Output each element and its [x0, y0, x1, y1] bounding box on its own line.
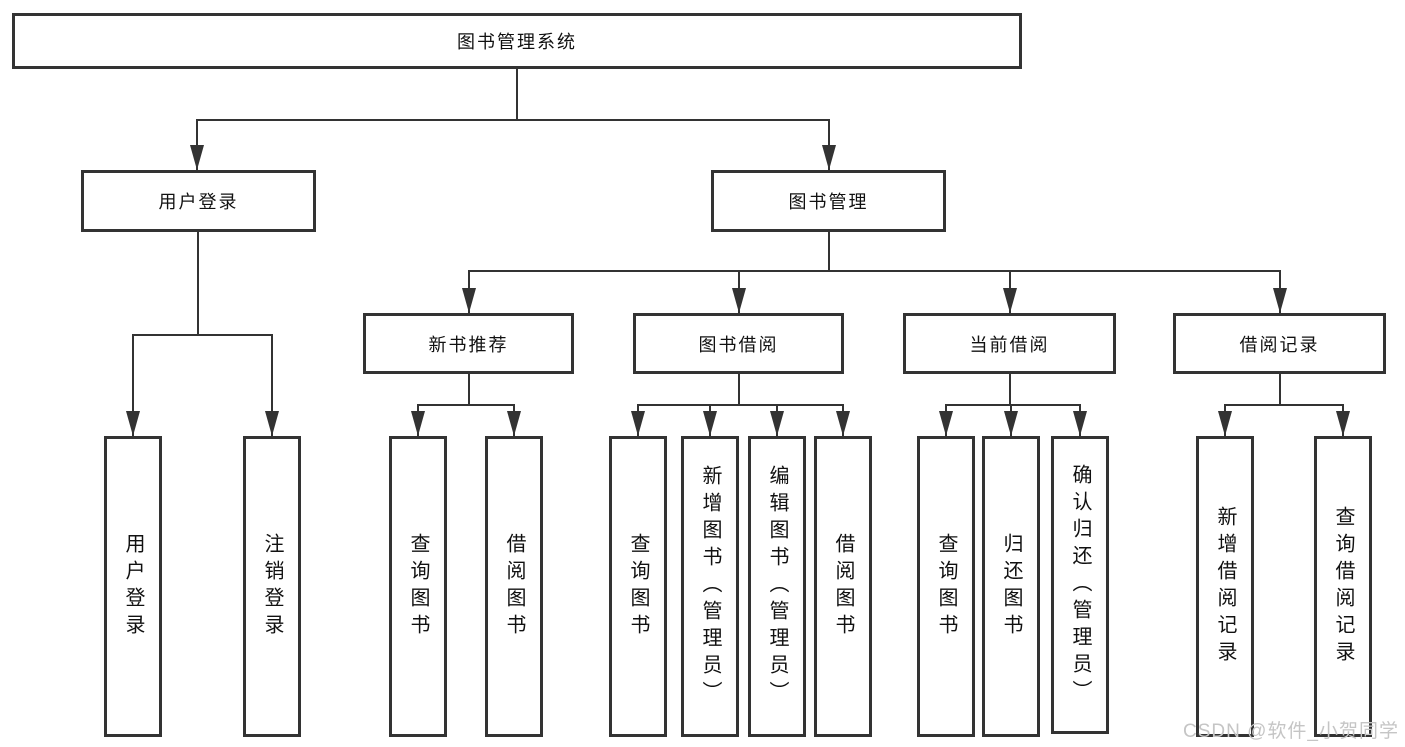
arrow-down-icon: [836, 411, 850, 436]
connector-line: [828, 119, 830, 170]
arrow-down-icon: [265, 411, 279, 436]
arrow-down-icon: [1003, 288, 1017, 313]
leaf-nb-borrow-books: 借阅图书: [485, 436, 543, 737]
arrow-down-icon: [507, 411, 521, 436]
arrow-down-icon: [1273, 288, 1287, 313]
node-current-borrowing: 当前借阅: [903, 313, 1116, 374]
connector-line: [738, 374, 740, 405]
arrow-down-icon: [1336, 411, 1350, 436]
leaf-cb-return-books-label: 归还图书: [1000, 532, 1022, 641]
connector-line: [271, 334, 273, 436]
leaf-bb-edit-books-admin-label: 编辑图书（管理员）: [766, 465, 788, 708]
connector-line: [468, 374, 470, 405]
arrow-down-icon: [822, 145, 836, 170]
leaf-br-add-borrow-record: 新增借阅记录: [1196, 436, 1254, 737]
node-new-book-recommendation-label: 新书推荐: [428, 334, 509, 355]
leaf-br-query-borrow-record: 查询借阅记录: [1314, 436, 1372, 737]
leaf-nb-query-books-label: 查询图书: [407, 532, 429, 641]
arrow-down-icon: [770, 411, 784, 436]
node-root-label: 图书管理系统: [457, 32, 577, 52]
node-new-book-recommendation: 新书推荐: [363, 313, 574, 374]
leaf-cb-return-books: 归还图书: [982, 436, 1040, 737]
connector-line: [1009, 374, 1011, 405]
leaf-bb-add-books-admin-label: 新增图书（管理员）: [699, 465, 721, 708]
leaf-logout: 注销登录: [243, 436, 301, 737]
arrow-down-icon: [939, 411, 953, 436]
connector-line: [945, 404, 1081, 406]
node-user-login-label: 用户登录: [158, 192, 239, 212]
leaf-bb-edit-books-admin: 编辑图书（管理员）: [748, 436, 806, 737]
arrow-down-icon: [462, 288, 476, 313]
leaf-br-query-borrow-record-label: 查询借阅记录: [1332, 505, 1354, 668]
connector-line: [516, 69, 518, 120]
leaf-bb-query-books: 查询图书: [609, 436, 667, 737]
leaf-bb-borrow-books-label: 借阅图书: [832, 532, 854, 641]
leaf-bb-add-books-admin: 新增图书（管理员）: [681, 436, 739, 737]
arrow-down-icon: [190, 145, 204, 170]
node-book-management-label: 图书管理: [788, 192, 869, 212]
connector-line: [196, 119, 830, 121]
node-borrowing-records: 借阅记录: [1173, 313, 1386, 374]
connector-line: [637, 404, 844, 406]
arrow-down-icon: [411, 411, 425, 436]
arrow-down-icon: [1218, 411, 1232, 436]
leaf-nb-borrow-books-label: 借阅图书: [503, 532, 525, 641]
leaf-user-login-label: 用户登录: [122, 532, 144, 641]
node-borrowing-records-label: 借阅记录: [1239, 334, 1320, 355]
node-book-borrowing: 图书借阅: [633, 313, 844, 374]
node-root: 图书管理系统: [12, 13, 1022, 69]
connector-line: [197, 232, 199, 336]
connector-line: [417, 404, 515, 406]
leaf-bb-borrow-books: 借阅图书: [814, 436, 872, 737]
arrow-down-icon: [1004, 411, 1018, 436]
connector-line: [1279, 374, 1281, 405]
connector-line: [468, 270, 1281, 272]
leaf-bb-query-books-label: 查询图书: [627, 532, 649, 641]
leaf-br-add-borrow-record-label: 新增借阅记录: [1214, 505, 1236, 668]
connector-line: [132, 334, 134, 436]
node-book-borrowing-label: 图书借阅: [698, 334, 779, 355]
leaf-cb-query-books: 查询图书: [917, 436, 975, 737]
node-book-management: 图书管理: [711, 170, 946, 232]
arrow-down-icon: [1073, 411, 1087, 436]
node-user-login: 用户登录: [81, 170, 316, 232]
leaf-cb-confirm-return-admin-label: 确认归还（管理员）: [1069, 463, 1091, 707]
arrow-down-icon: [703, 411, 717, 436]
leaf-nb-query-books: 查询图书: [389, 436, 447, 737]
arrow-down-icon: [631, 411, 645, 436]
arrow-down-icon: [126, 411, 140, 436]
connector-line: [132, 334, 273, 336]
csdn-watermark: CSDN @软件_小贺同学: [1183, 721, 1399, 742]
connector-line: [1224, 404, 1344, 406]
leaf-cb-query-books-label: 查询图书: [935, 532, 957, 641]
arrow-down-icon: [732, 288, 746, 313]
leaf-logout-label: 注销登录: [261, 532, 283, 641]
node-current-borrowing-label: 当前借阅: [969, 334, 1050, 355]
connector-line: [196, 119, 198, 170]
leaf-user-login: 用户登录: [104, 436, 162, 737]
connector-line: [828, 232, 830, 272]
leaf-cb-confirm-return-admin: 确认归还（管理员）: [1051, 436, 1109, 734]
